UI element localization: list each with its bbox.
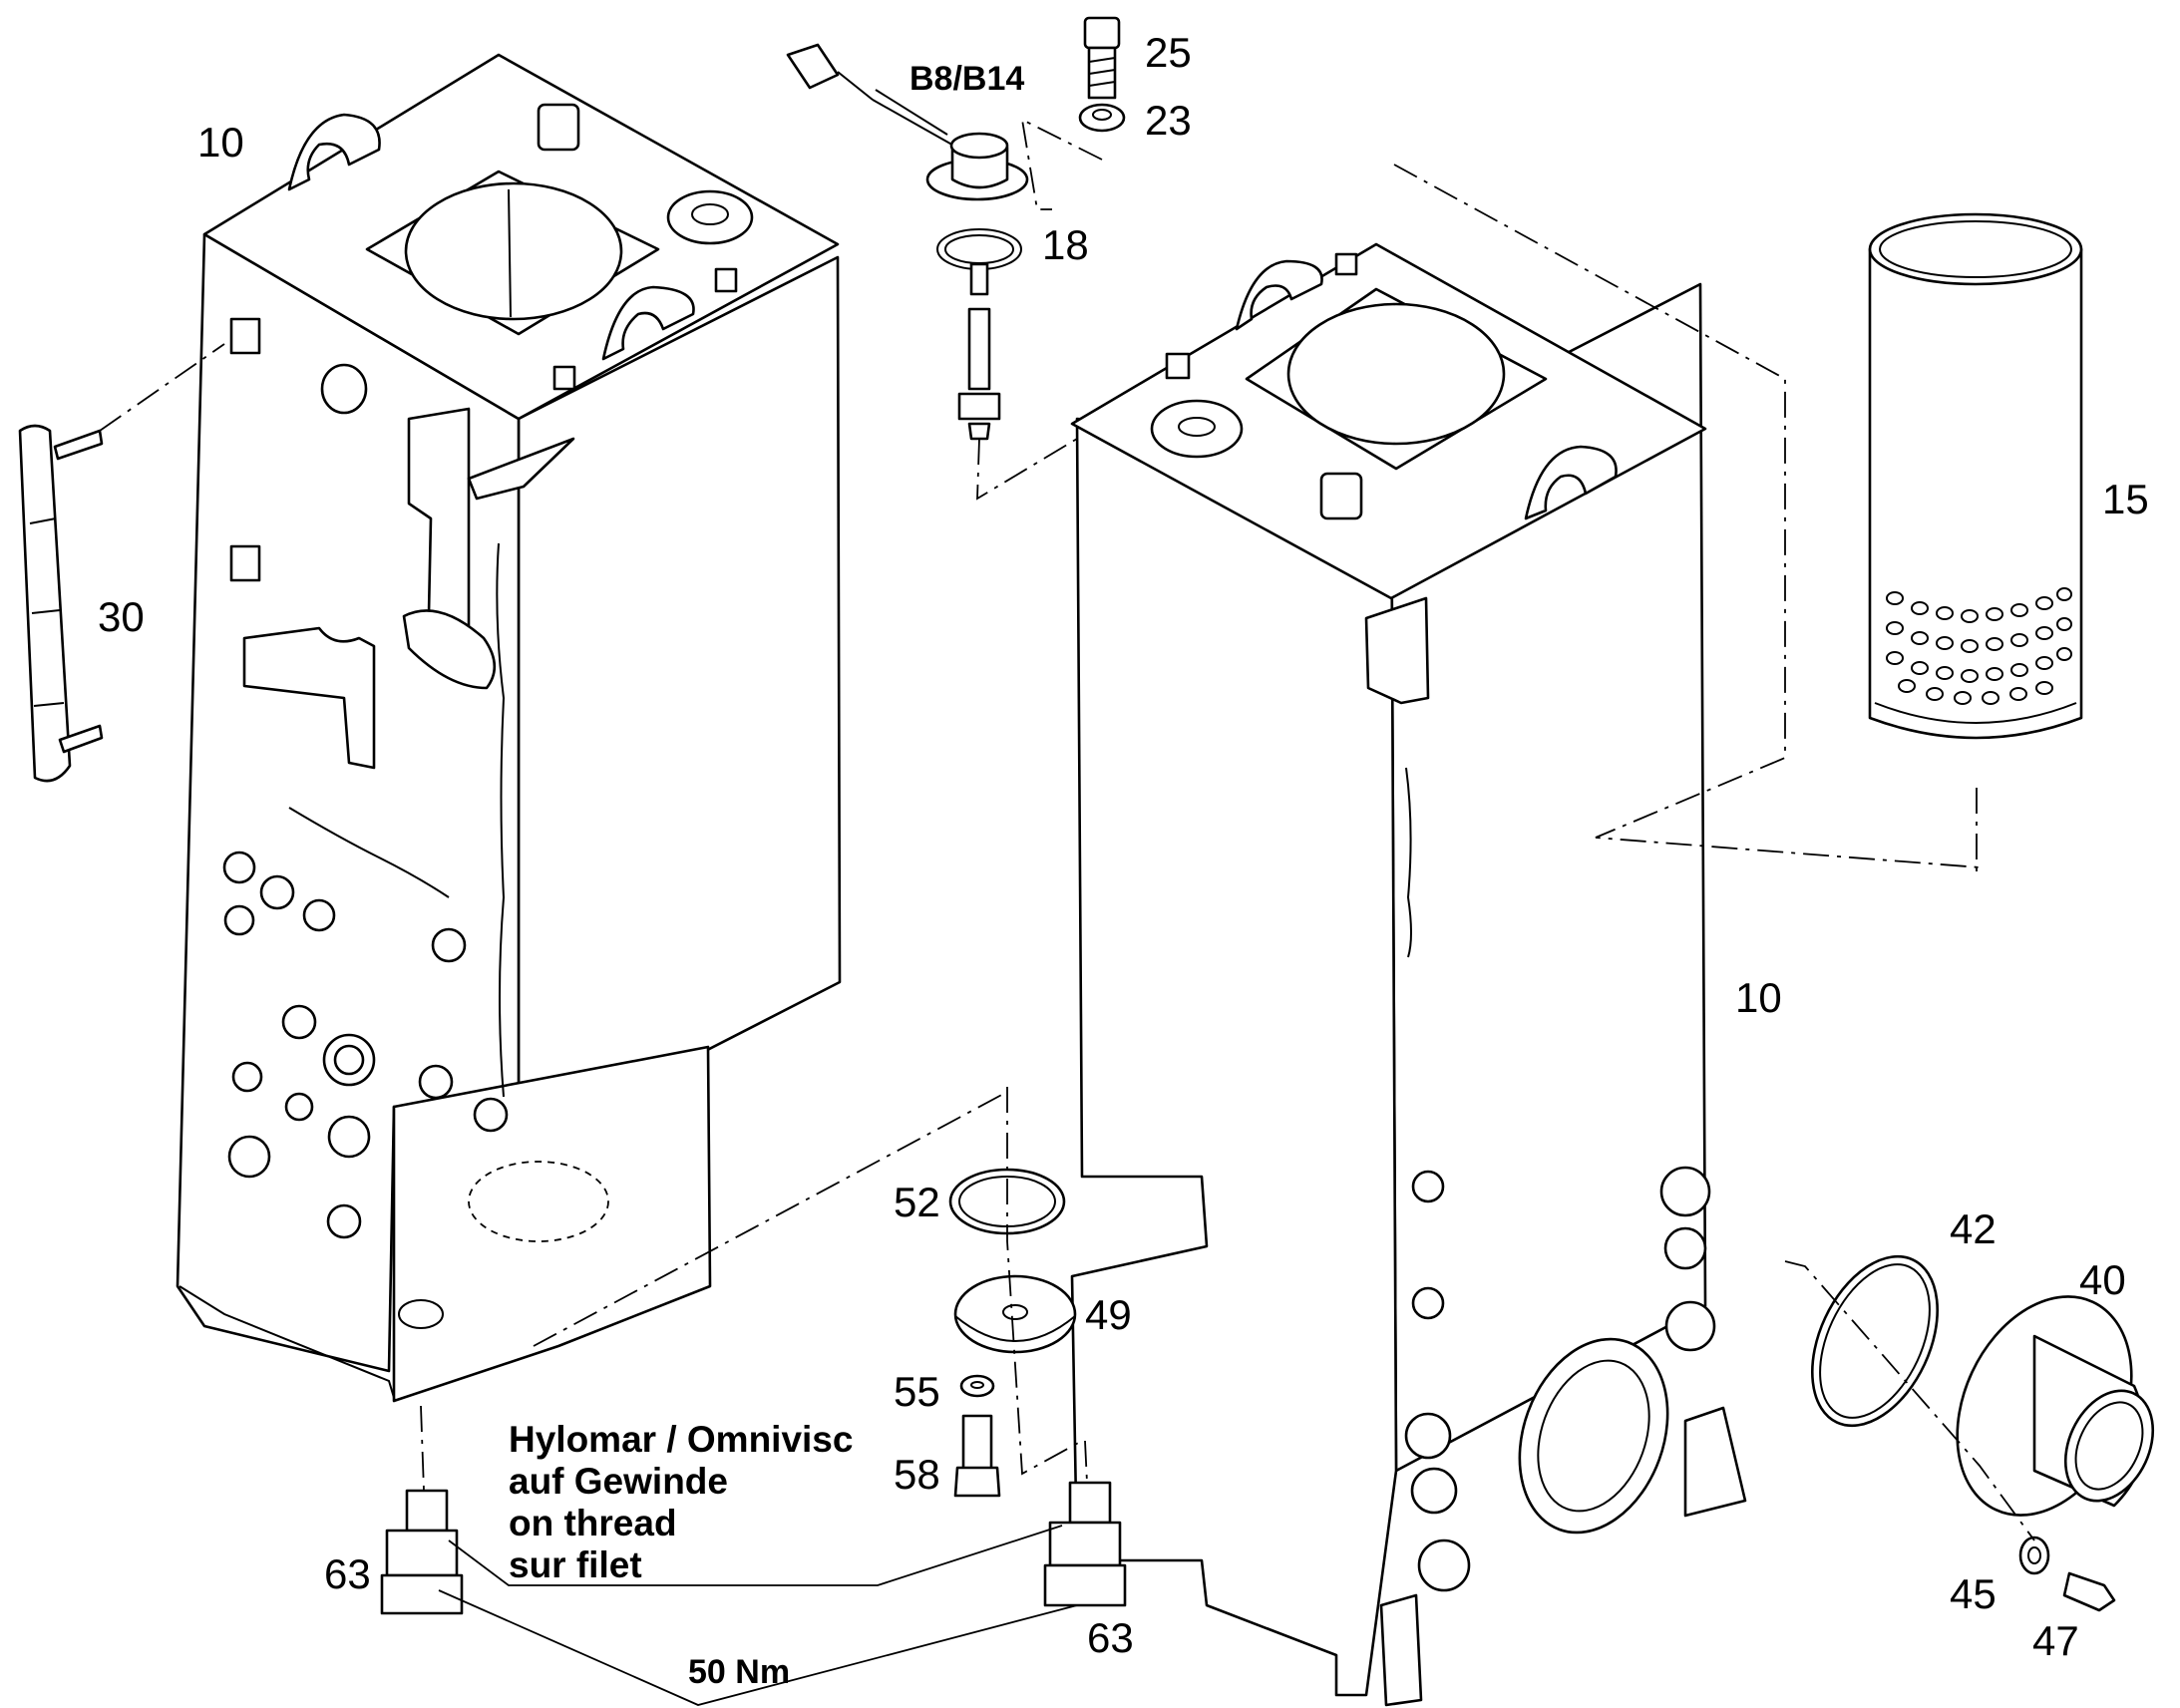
callout-40: 40 [2079,1256,2126,1303]
sealant-note: Hylomar / Omnivisc auf Gewinde on thread… [509,1419,853,1586]
callout-10-left: 10 [197,119,244,166]
callout-45: 45 [1950,1570,1997,1617]
left-tank [176,53,842,1403]
callout-18: 18 [1042,221,1089,268]
level-sensor [786,16,1126,501]
strainer-basket [1868,212,2083,877]
sealant-note-line-3: on thread [509,1503,677,1543]
callout-42: 42 [1950,1205,1997,1252]
right-tank [1070,164,1981,1707]
callout-30: 30 [98,593,145,640]
callout-47: 47 [2032,1617,2079,1664]
callout-63-left: 63 [324,1550,371,1597]
torque-label: 50 Nm [688,1653,791,1691]
drain-plugs [380,1405,1127,1706]
callout-55: 55 [894,1368,940,1415]
callout-15: 15 [2102,476,2149,522]
callout-49: 49 [1085,1291,1132,1338]
handle-rail [18,343,225,783]
suction-flange [1784,1254,2155,1612]
sealant-note-line-4: sur filet [509,1544,642,1585]
callout-10-right: 10 [1735,974,1782,1021]
callout-23: 23 [1145,97,1192,144]
callout-63-right: 63 [1087,1614,1134,1661]
callout-25: 25 [1145,29,1192,76]
sealant-note-line-2: auf Gewinde [509,1461,728,1502]
sealant-note-line-1: Hylomar / Omnivisc [509,1419,854,1460]
callout-52: 52 [894,1179,940,1225]
callout-58: 58 [894,1451,940,1498]
cover-assembly [533,1087,1083,1498]
sensor-label: B8/B14 [909,60,1025,98]
